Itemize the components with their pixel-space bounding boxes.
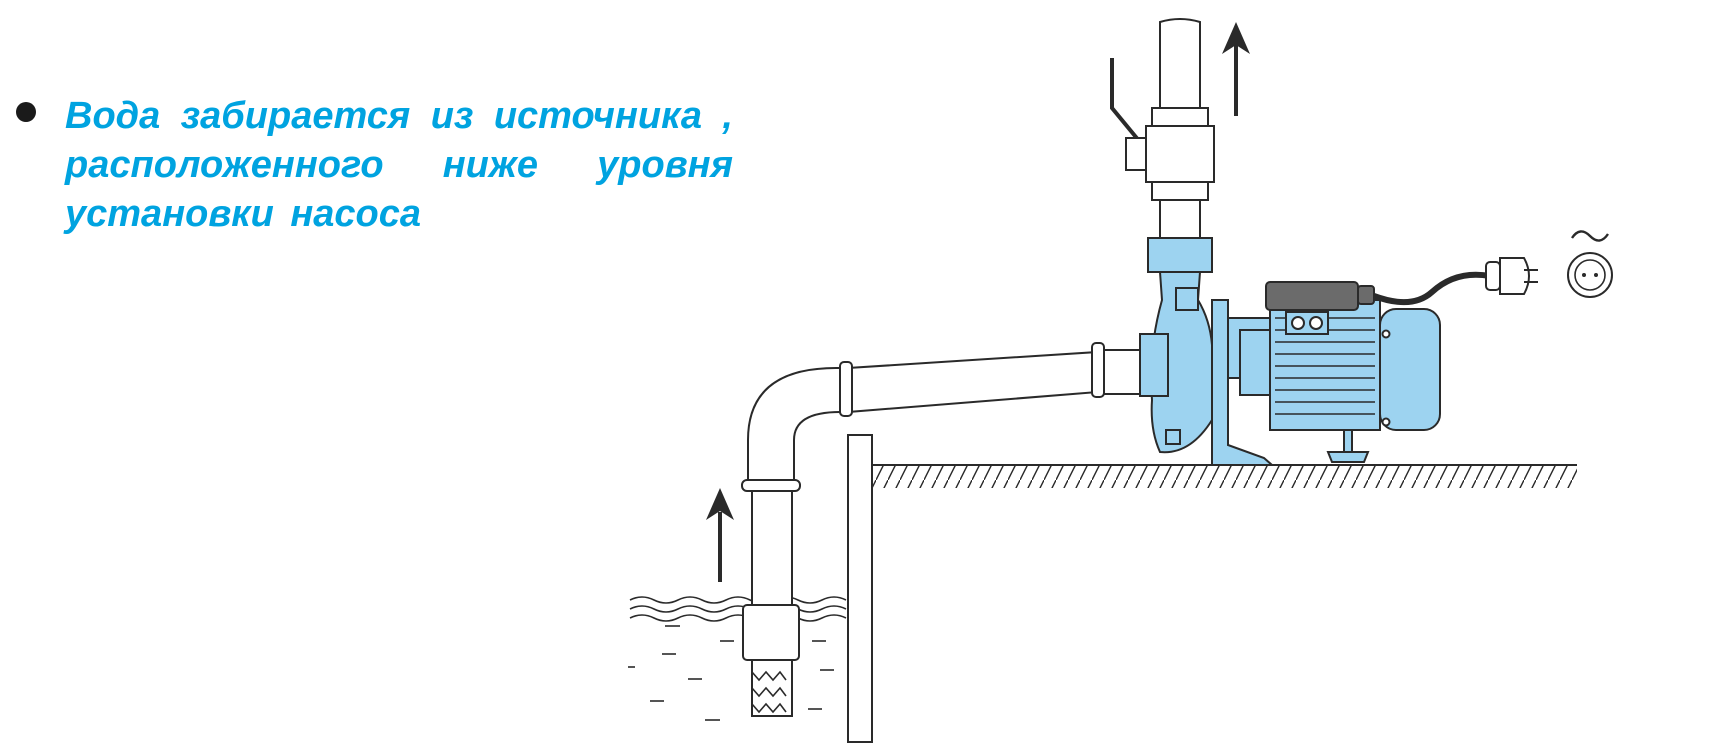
suction-pipe xyxy=(741,342,1143,606)
pump-housing xyxy=(1139,237,1291,466)
caption-text: Вода забирается из источника , расположе… xyxy=(65,95,733,235)
water-body-marks xyxy=(628,625,834,721)
suction-filter xyxy=(742,604,800,717)
water-surface xyxy=(629,596,847,622)
discharge-pipe xyxy=(1110,18,1215,241)
power-socket-icon xyxy=(1567,252,1613,298)
flow-arrow-icon xyxy=(706,488,734,582)
ground-surface xyxy=(872,464,1577,488)
pump-motor xyxy=(1265,281,1441,463)
ac-current-icon xyxy=(1571,230,1609,242)
flow-arrow-icon xyxy=(1222,22,1250,116)
bullet-icon xyxy=(16,102,36,122)
power-plug-icon xyxy=(1372,257,1538,306)
caption-block: Вода забирается из источника , расположе… xyxy=(8,92,733,239)
well-wall xyxy=(847,434,873,743)
